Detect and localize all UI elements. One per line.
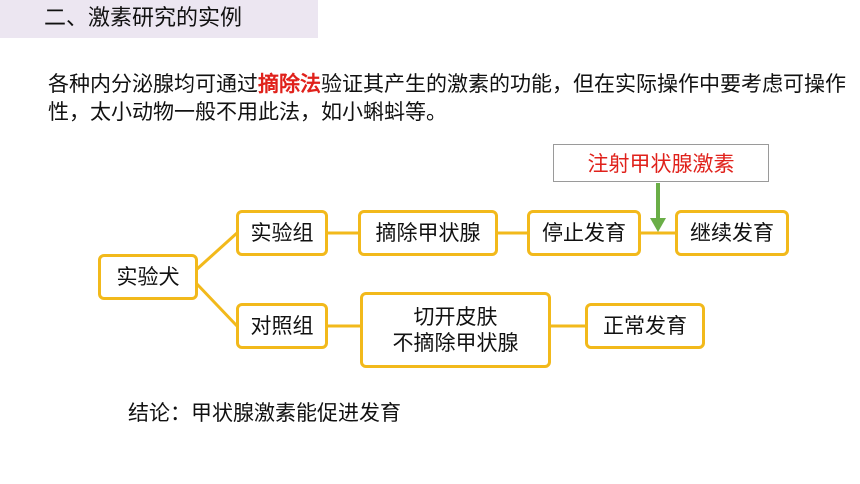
cut-skin-line2: 不摘除甲状腺 — [392, 331, 519, 355]
remove-thyroid-box: 摘除甲状腺 — [358, 210, 498, 256]
connector-root-experimental — [194, 231, 239, 272]
connector-root-control — [194, 281, 239, 328]
control-group-box: 对照组 — [236, 303, 328, 349]
intro-text-after: 验证其产生的激素的功能，但在实际操作中要考虑可操作性，太小动物一般不用此法，如小… — [48, 72, 846, 124]
cut-skin-box: 切开皮肤 不摘除甲状腺 — [360, 292, 551, 368]
normal-development-box: 正常发育 — [585, 303, 705, 349]
conclusion-text: 结论：甲状腺激素能促进发育 — [128, 401, 401, 425]
cut-skin-line1: 切开皮肤 — [413, 305, 498, 329]
section-title: 二、激素研究的实例 — [44, 6, 243, 31]
header-band — [0, 0, 318, 38]
continue-development-box: 继续发育 — [675, 210, 789, 256]
intro-text-before: 各种内分泌腺均可通过 — [48, 72, 258, 96]
intro-paragraph: 各种内分泌腺均可通过摘除法验证其产生的激素的功能，但在实际操作中要考虑可操作性，… — [48, 70, 848, 126]
intro-highlight: 摘除法 — [258, 72, 321, 96]
stop-development-box: 停止发育 — [527, 210, 641, 256]
injection-label: 注射甲状腺激素 — [553, 144, 769, 182]
injection-arrow — [650, 183, 666, 232]
root-box-experimental-dog: 实验犬 — [98, 254, 198, 300]
experimental-group-box: 实验组 — [236, 210, 328, 256]
